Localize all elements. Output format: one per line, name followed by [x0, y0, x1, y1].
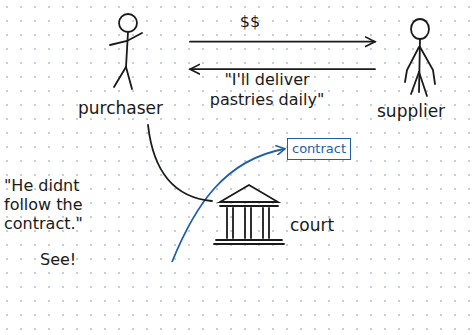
note-text: See! — [40, 250, 120, 269]
connector-arrow — [190, 68, 375, 70]
purchaser-figure: purchaser — [70, 5, 190, 125]
supplier-figure: supplier — [375, 12, 470, 122]
stick-figure — [375, 12, 465, 107]
edge-label: "I'll deliver pastries daily" — [192, 70, 342, 110]
edge-label: $$ — [230, 12, 270, 32]
node-label: court — [290, 216, 334, 235]
node-label: purchaser — [78, 99, 163, 118]
stick-figure — [70, 5, 190, 100]
connector-arrow — [190, 41, 375, 43]
node-label: contract — [292, 142, 346, 156]
node-label: supplier — [377, 102, 445, 121]
court-building: court — [212, 180, 337, 250]
contract-box: contract — [287, 138, 351, 160]
courthouse-symbol — [212, 180, 287, 250]
connector-arrow — [148, 125, 212, 201]
note-text: "He didnt follow the contract." — [4, 176, 129, 234]
leader-line — [172, 149, 284, 262]
